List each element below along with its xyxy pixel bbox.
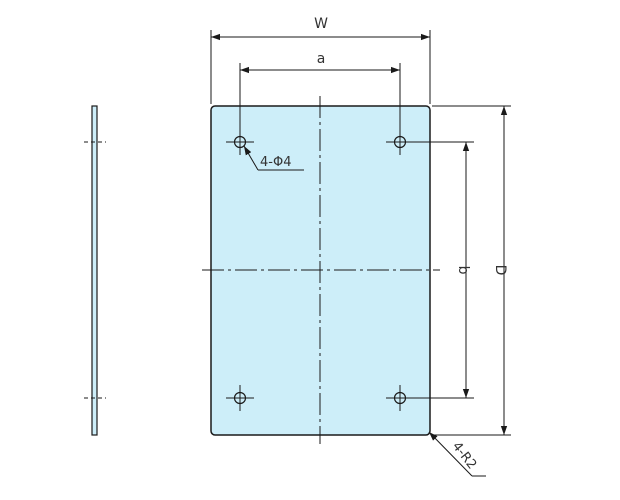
hole-bottom-left	[226, 385, 254, 411]
side-view	[84, 105, 106, 436]
hole-spacing-y-label: b	[455, 266, 471, 275]
dimension-hole-spacing-y: b	[406, 141, 474, 399]
dimension-width: W	[210, 16, 431, 104]
side-profile	[91, 105, 98, 436]
hole-callout-label: 4-Φ4	[260, 155, 291, 170]
corner-radius-callout: 4-R2	[428, 431, 486, 477]
front-view	[202, 96, 440, 444]
width-label: W	[314, 16, 328, 32]
hole-spacing-x-label: a	[317, 51, 326, 67]
dimension-hole-spacing-x: a	[239, 51, 401, 136]
corner-radius-label: 4-R2	[449, 439, 479, 472]
dimension-depth: D	[432, 105, 511, 436]
depth-label: D	[492, 265, 508, 276]
hole-callout: 4-Φ4	[243, 145, 304, 171]
